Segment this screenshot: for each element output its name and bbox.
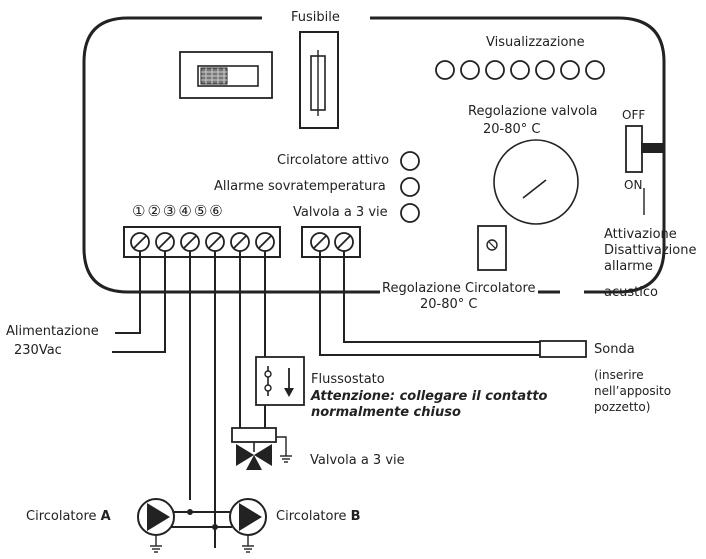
circulator-adjust-range: 20-80° C <box>420 297 478 312</box>
circulator-b-icon <box>229 498 267 553</box>
circulator-adjust-title: Regolazione Circolatore <box>380 281 538 296</box>
circulator-a-letter: A <box>100 509 111 524</box>
overtemp-alarm-label: Allarme sovratemperatura <box>214 179 386 194</box>
terminal-numbers: ①②③④⑤⑥ <box>132 202 225 220</box>
terminal-number: ⑤ <box>193 202 210 220</box>
fuse-label: Fusibile <box>288 11 343 25</box>
alarm-toggle-line1: Attivazione <box>604 227 677 242</box>
circulator-a-label: Circolatore A <box>26 509 111 524</box>
display-label: Visualizzazione <box>486 35 585 50</box>
display-led <box>535 60 555 80</box>
warning-line2: normalmente chiuso <box>311 405 461 420</box>
three-way-valve-icon <box>231 427 292 470</box>
display-leds <box>435 60 605 80</box>
valve-adjust-title: Regolazione valvola <box>468 104 598 119</box>
alarm-toggle-line4: acustico <box>604 285 658 300</box>
display-led <box>560 60 580 80</box>
probe-sensor-icon <box>539 340 587 358</box>
circulator-b-label: Circolatore B <box>276 509 361 524</box>
valve-adjust-knob-icon <box>493 139 579 225</box>
display-led <box>510 60 530 80</box>
wires <box>112 251 540 548</box>
overtemp-alarm-led <box>400 177 420 197</box>
power-label-line2: 230Vac <box>14 343 62 358</box>
terminal-block-probe <box>301 226 361 258</box>
valve-3way-led <box>400 203 420 223</box>
valve-adjust-range: 20-80° C <box>483 122 541 137</box>
display-led <box>485 60 505 80</box>
display-led <box>585 60 605 80</box>
circulator-b-letter: B <box>350 509 361 524</box>
alarm-toggle-line2: Disattivazione <box>604 243 697 258</box>
alarm-toggle-line3: allarme <box>604 259 653 274</box>
selector-switch-icon <box>179 51 273 99</box>
probe-note-line3: pozzetto) <box>594 400 651 414</box>
probe-note-line1: (inserire <box>594 368 644 382</box>
warning-line1: Attenzione: collegare il contatto <box>311 389 548 404</box>
switch-on-label: ON <box>624 178 643 192</box>
terminal-number: ① <box>132 202 148 220</box>
switch-off-label: OFF <box>622 108 646 122</box>
terminal-number: ② <box>147 202 163 220</box>
flow-switch-icon <box>255 356 305 406</box>
terminal-number: ④ <box>178 202 194 220</box>
circulator-trimmer-icon <box>477 225 507 271</box>
alarm-toggle-icon <box>625 125 665 173</box>
terminal-number: ⑥ <box>209 202 225 220</box>
fuse-icon <box>299 31 339 129</box>
terminal-block-main <box>123 226 281 258</box>
valve-3way-indicator-label: Valvola a 3 vie <box>293 205 388 220</box>
circulator-a-icon <box>137 498 175 553</box>
valve-3way-label: Valvola a 3 vie <box>310 453 405 468</box>
flow-switch-label: Flussostato <box>311 372 385 387</box>
circulator-active-led <box>400 151 420 171</box>
power-label-line1: Alimentazione <box>6 324 99 339</box>
probe-label: Sonda <box>594 342 635 357</box>
display-led <box>460 60 480 80</box>
display-led <box>435 60 455 80</box>
circulator-active-label: Circolatore attivo <box>277 153 390 168</box>
panel-outline <box>82 16 666 294</box>
probe-note-line2: nell’apposito <box>594 384 672 398</box>
terminal-number: ③ <box>162 202 179 220</box>
